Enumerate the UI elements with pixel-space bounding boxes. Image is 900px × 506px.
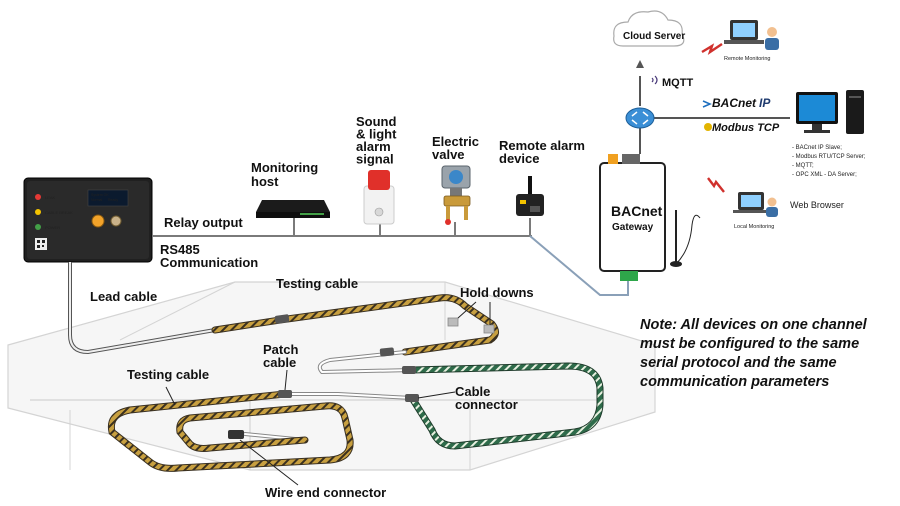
gateway-port-icon xyxy=(622,154,640,164)
electric-valve-device xyxy=(441,165,471,225)
cloud-icon xyxy=(613,10,685,47)
power-led-icon xyxy=(35,224,41,230)
protocol-item: - BACnet IP Slave; xyxy=(792,145,842,151)
indicator-label-cable-break: CABLE BREAK xyxy=(45,210,73,215)
mqtt-logo-icon xyxy=(651,75,658,85)
display-line-1: System OK xyxy=(91,193,109,197)
connector-icon xyxy=(402,366,416,374)
relay-output-bus xyxy=(152,218,629,296)
local-pc-workstation xyxy=(796,90,864,134)
label-leader-lines xyxy=(165,301,491,486)
testing-cable-green xyxy=(408,362,604,450)
modbus-logo-icon xyxy=(704,123,712,131)
wireless-links xyxy=(701,43,725,193)
protocol-item: - Modbus RTU/TCP Server; xyxy=(792,154,866,160)
router-icon xyxy=(625,107,655,129)
qr-code-icon xyxy=(35,238,47,250)
gateway-led-icon xyxy=(608,154,618,164)
local-monitoring-label: Local Monitoring xyxy=(734,224,774,230)
testing-cable-top-label: Testing cable xyxy=(276,276,358,291)
user-icon xyxy=(767,27,777,37)
display-line-3: Ready xyxy=(108,198,118,202)
local-monitoring-workstation xyxy=(733,192,778,217)
connector-icon xyxy=(274,314,290,324)
remote-monitoring-label: Remote Monitoring xyxy=(724,56,770,62)
lead-cable xyxy=(68,262,216,355)
network-router xyxy=(625,60,790,154)
connector-icon xyxy=(278,390,292,398)
bacnet-gateway-device xyxy=(599,154,701,281)
note-line: serial protocol and the same xyxy=(640,355,837,371)
leak-led-icon xyxy=(35,194,41,200)
reset-knob-icon xyxy=(110,215,122,227)
testing-cable-top xyxy=(211,294,499,356)
hold-downs-label: Hold downs xyxy=(460,285,534,300)
alarm-light-icon xyxy=(368,170,390,190)
lead-cable-label: Lead cable xyxy=(90,289,157,304)
mqtt-label: MQTT xyxy=(662,77,693,89)
wire-end-connector-icon xyxy=(228,430,244,439)
hold-down-icon xyxy=(483,324,495,334)
user-icon xyxy=(767,197,777,207)
lightning-icon xyxy=(701,43,723,55)
lightning-icon xyxy=(707,177,725,193)
cable-connectors xyxy=(228,314,495,439)
connector-icon xyxy=(379,347,395,357)
note-box: Note: All devices on one channel must be… xyxy=(640,316,898,392)
cloud-server-label: Cloud Server xyxy=(623,31,685,42)
remote-alarm-device xyxy=(516,176,544,216)
wire-end-connector-label: Wire end connector xyxy=(265,485,386,500)
remote-monitoring-workstation xyxy=(724,20,779,50)
gateway-label-line2: Gateway xyxy=(612,222,654,233)
cloud-server xyxy=(613,10,685,47)
bacnet-arrow-icon xyxy=(702,100,712,108)
panel-display xyxy=(87,189,129,207)
note-line: must be configured to the same xyxy=(640,336,860,352)
pc-tower-icon xyxy=(846,90,864,134)
testing-cable-left xyxy=(107,390,354,472)
web-browser-label: Web Browser xyxy=(790,200,844,210)
buzzer-icon xyxy=(91,214,105,228)
leak-controller-panel: LEAK CABLE BREAK POWER System OK Normal … xyxy=(23,177,153,263)
protocol-item: - OPC XML - DA Server; xyxy=(792,172,857,178)
testing-cable-left-label: Testing cable xyxy=(127,367,209,382)
monitoring-host-device xyxy=(256,200,330,218)
note-line: communication parameters xyxy=(640,374,830,390)
sound-light-alarm-device xyxy=(363,170,395,225)
display-line-2: Normal xyxy=(91,198,103,202)
arrow-up-icon xyxy=(636,60,644,68)
modbus-tcp-label: Modbus TCP xyxy=(712,122,780,134)
gateway-label-line1: BACnet xyxy=(611,203,663,219)
connector-icon xyxy=(405,394,419,402)
relay-output-label: Relay output xyxy=(164,215,243,230)
hold-down-icon xyxy=(447,317,459,327)
note-line: Note: All devices on one channel xyxy=(640,317,867,333)
indicator-label-power: POWER xyxy=(45,225,60,230)
gateway-terminal-icon xyxy=(620,271,638,281)
protocol-item: - MQTT; xyxy=(792,163,814,169)
cable-break-led-icon xyxy=(35,209,41,215)
indicator-label-leak: LEAK xyxy=(45,195,56,200)
